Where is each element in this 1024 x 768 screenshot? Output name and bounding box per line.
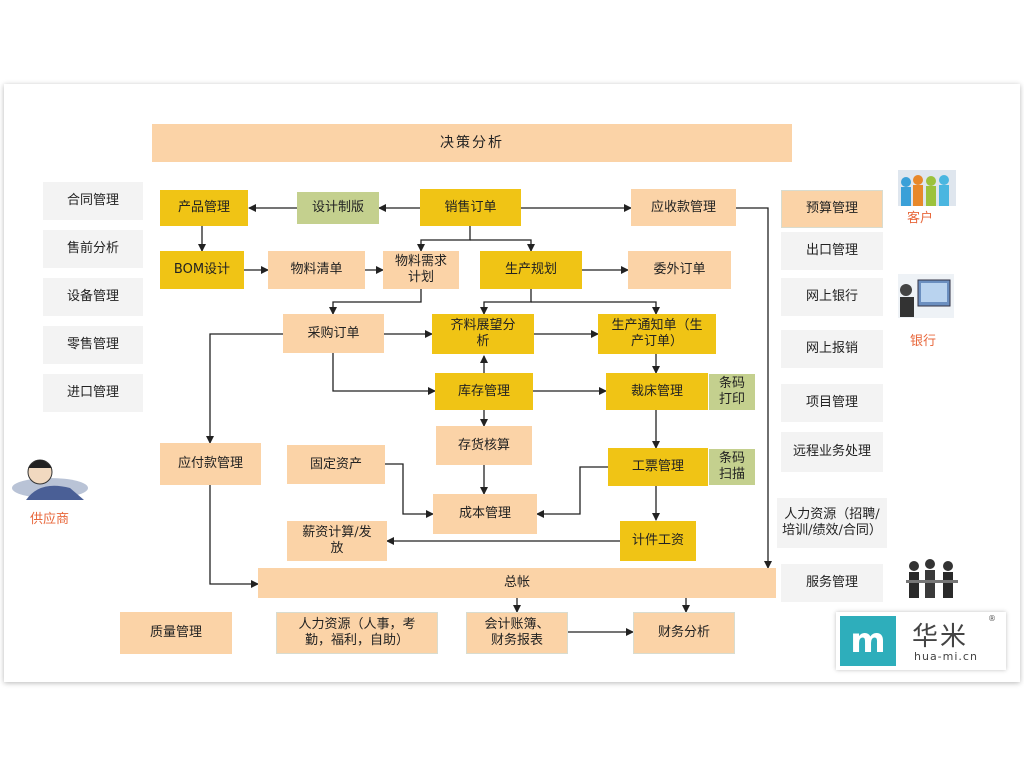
finance-analysis-node: 财务分析 (633, 612, 735, 654)
material-demand-node: 物料需求计划 (383, 251, 459, 289)
customer-label: 客户 (907, 211, 934, 226)
right-module-budget: 预算管理 (781, 190, 883, 228)
production-notice-node: 生产通知单（生产订单） (598, 314, 716, 354)
salary-node: 薪资计算/发放 (287, 521, 387, 561)
left-module-retail: 零售管理 (43, 326, 143, 364)
outsource-order-node: 委外订单 (628, 251, 731, 289)
product-mgmt-node: 产品管理 (160, 190, 248, 226)
barcode-scan-node: 条码扫描 (709, 449, 755, 485)
left-module-contract: 合同管理 (43, 182, 143, 220)
right-module-hr: 人力资源（招聘/培训/绩效/合同） (777, 498, 887, 548)
cost-mgmt-node: 成本管理 (433, 494, 537, 534)
bank-picture (898, 274, 954, 318)
right-module-service: 服务管理 (781, 564, 883, 602)
logo-registered-mark: ® (988, 614, 996, 623)
kitting-analysis-node: 齐料展望分析 (432, 314, 534, 354)
supplier-picture (12, 459, 88, 500)
cutting-mgmt-node: 裁床管理 (606, 373, 708, 410)
right-module-ereimburse: 网上报销 (781, 330, 883, 368)
barcode-print-node: 条码打印 (709, 374, 755, 410)
right-module-ebank: 网上银行 (781, 278, 883, 316)
piece-wage-node: 计件工资 (620, 521, 696, 561)
fixed-assets-node: 固定资产 (287, 445, 385, 484)
production-plan-node: 生产规划 (480, 251, 582, 289)
left-module-import: 进口管理 (43, 374, 143, 412)
quality-mgmt-node: 质量管理 (120, 612, 232, 654)
logo-mark: m (840, 616, 896, 666)
bank-label: 银行 (910, 334, 937, 349)
inventory-accounting-node: 存货核算 (436, 426, 532, 465)
hr-main-node: 人力资源（人事，考勤，福利，自助） (276, 612, 438, 654)
supplier-label: 供应商 (30, 512, 70, 527)
customer-picture (898, 170, 956, 206)
huami-logo: m 华米 hua-mi.cn ® (836, 612, 1006, 670)
service-picture (906, 559, 958, 598)
bom-design-node: BOM设计 (160, 251, 244, 289)
sales-order-node: 销售订单 (420, 189, 521, 226)
design-plate-node: 设计制版 (297, 192, 379, 224)
left-module-presales: 售前分析 (43, 230, 143, 268)
logo-chinese-text: 华米 (912, 622, 969, 652)
ledger-bar: 总帐 (258, 568, 776, 598)
logo-url-text: hua-mi.cn (914, 650, 978, 663)
right-module-project: 项目管理 (781, 384, 883, 422)
material-list-node: 物料清单 (268, 251, 365, 289)
inventory-mgmt-node: 库存管理 (435, 373, 533, 410)
receivable-node: 应收款管理 (631, 189, 736, 226)
ticket-mgmt-node: 工票管理 (608, 448, 708, 486)
decision-analysis-bar: 决策分析 (152, 124, 792, 162)
accounting-node: 会计账簿、财务报表 (466, 612, 568, 654)
payable-node: 应付款管理 (160, 443, 261, 485)
left-module-equipment: 设备管理 (43, 278, 143, 316)
purchase-order-node: 采购订单 (283, 314, 384, 353)
right-module-export: 出口管理 (781, 232, 883, 270)
right-module-remote: 远程业务处理 (781, 432, 883, 472)
